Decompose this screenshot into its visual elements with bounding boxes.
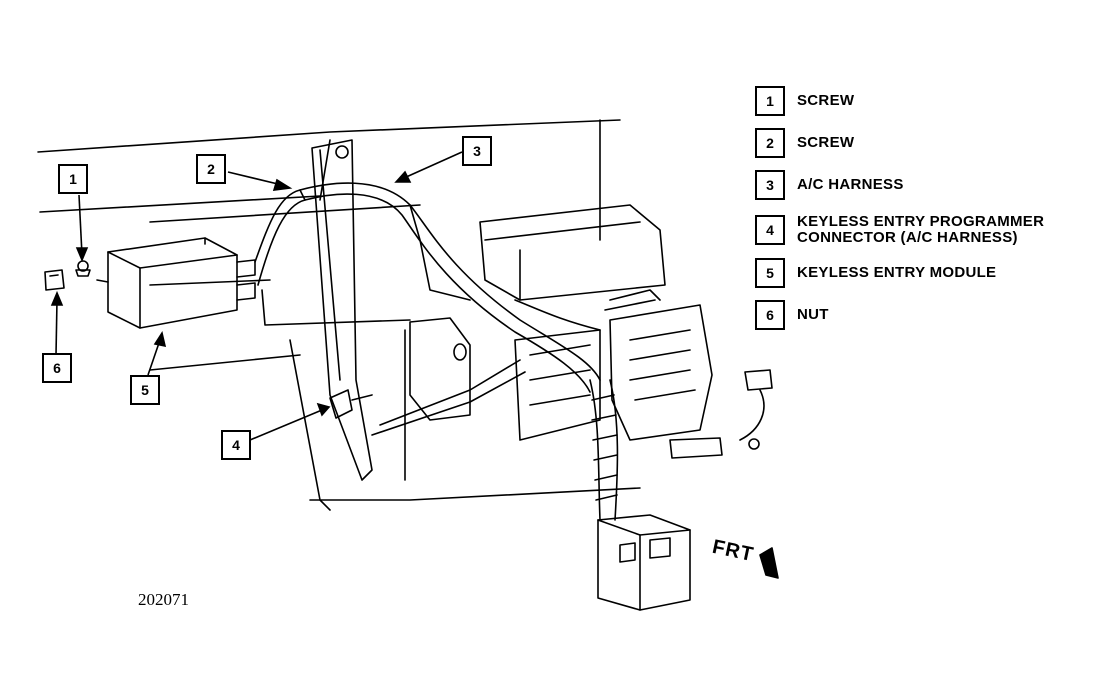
- front-arrow: [759, 547, 779, 579]
- keyless-entry-module: [96, 237, 256, 329]
- legend-row-5: 5 KEYLESS ENTRY MODULE: [755, 258, 996, 288]
- center-housing: [409, 204, 666, 441]
- legend-row-6: 6 NUT: [755, 300, 829, 330]
- leader-6-arrowhead: [50, 290, 64, 306]
- leader-5-arrowhead: [153, 330, 167, 348]
- callout-6: 6: [42, 353, 72, 383]
- leader-1-arrowhead: [75, 247, 89, 263]
- support-bracket: [311, 139, 373, 481]
- leader-4: [249, 409, 323, 441]
- figure-id: 202071: [138, 590, 189, 609]
- screw-and-nut-parts: [44, 260, 91, 291]
- legend-label: KEYLESS ENTRY MODULE: [797, 264, 997, 281]
- leader-1: [78, 194, 83, 256]
- legend-label: NUT: [797, 306, 829, 323]
- legend-number: 6: [755, 300, 785, 330]
- legend-row-4: 4 KEYLESS ENTRY PROGRAMMER CONNECTOR (A/…: [755, 214, 1044, 246]
- leader-6: [55, 299, 58, 356]
- legend-label: SCREW: [797, 92, 855, 109]
- legend-label: KEYLESS ENTRY PROGRAMMER CONNECTOR (A/C …: [797, 213, 1045, 246]
- callout-2: 2: [196, 154, 226, 184]
- legend-row-3: 3 A/C HARNESS: [755, 170, 904, 200]
- legend-number: 2: [755, 128, 785, 158]
- leader-2: [227, 171, 283, 186]
- leader-4-arrowhead: [316, 402, 331, 417]
- programmer-connector: [329, 389, 373, 419]
- legend-number: 3: [755, 170, 785, 200]
- harness-connector: [597, 514, 691, 611]
- leader-3: [403, 151, 463, 179]
- ac-harness: [254, 182, 661, 521]
- legend-label: A/C HARNESS: [797, 176, 904, 193]
- legend-number: 1: [755, 86, 785, 116]
- callout-3: 3: [462, 136, 492, 166]
- leader-2-arrowhead: [272, 178, 293, 191]
- callout-4: 4: [221, 430, 251, 460]
- callout-5: 5: [130, 375, 160, 405]
- dash-panel-outline: [37, 119, 641, 511]
- legend-row-1: 1 SCREW: [755, 86, 854, 116]
- fuse-block: [609, 304, 773, 459]
- leader-5: [147, 339, 161, 376]
- callout-1: 1: [58, 164, 88, 194]
- legend-number: 4: [755, 215, 785, 245]
- legend-number: 5: [755, 258, 785, 288]
- parts-legend: 1 SCREW 2 SCREW 3 A/C HARNESS 4 KEYLESS …: [755, 86, 1095, 336]
- legend-label: SCREW: [797, 134, 855, 151]
- legend-row-2: 2 SCREW: [755, 128, 854, 158]
- leader-3-arrowhead: [394, 170, 412, 183]
